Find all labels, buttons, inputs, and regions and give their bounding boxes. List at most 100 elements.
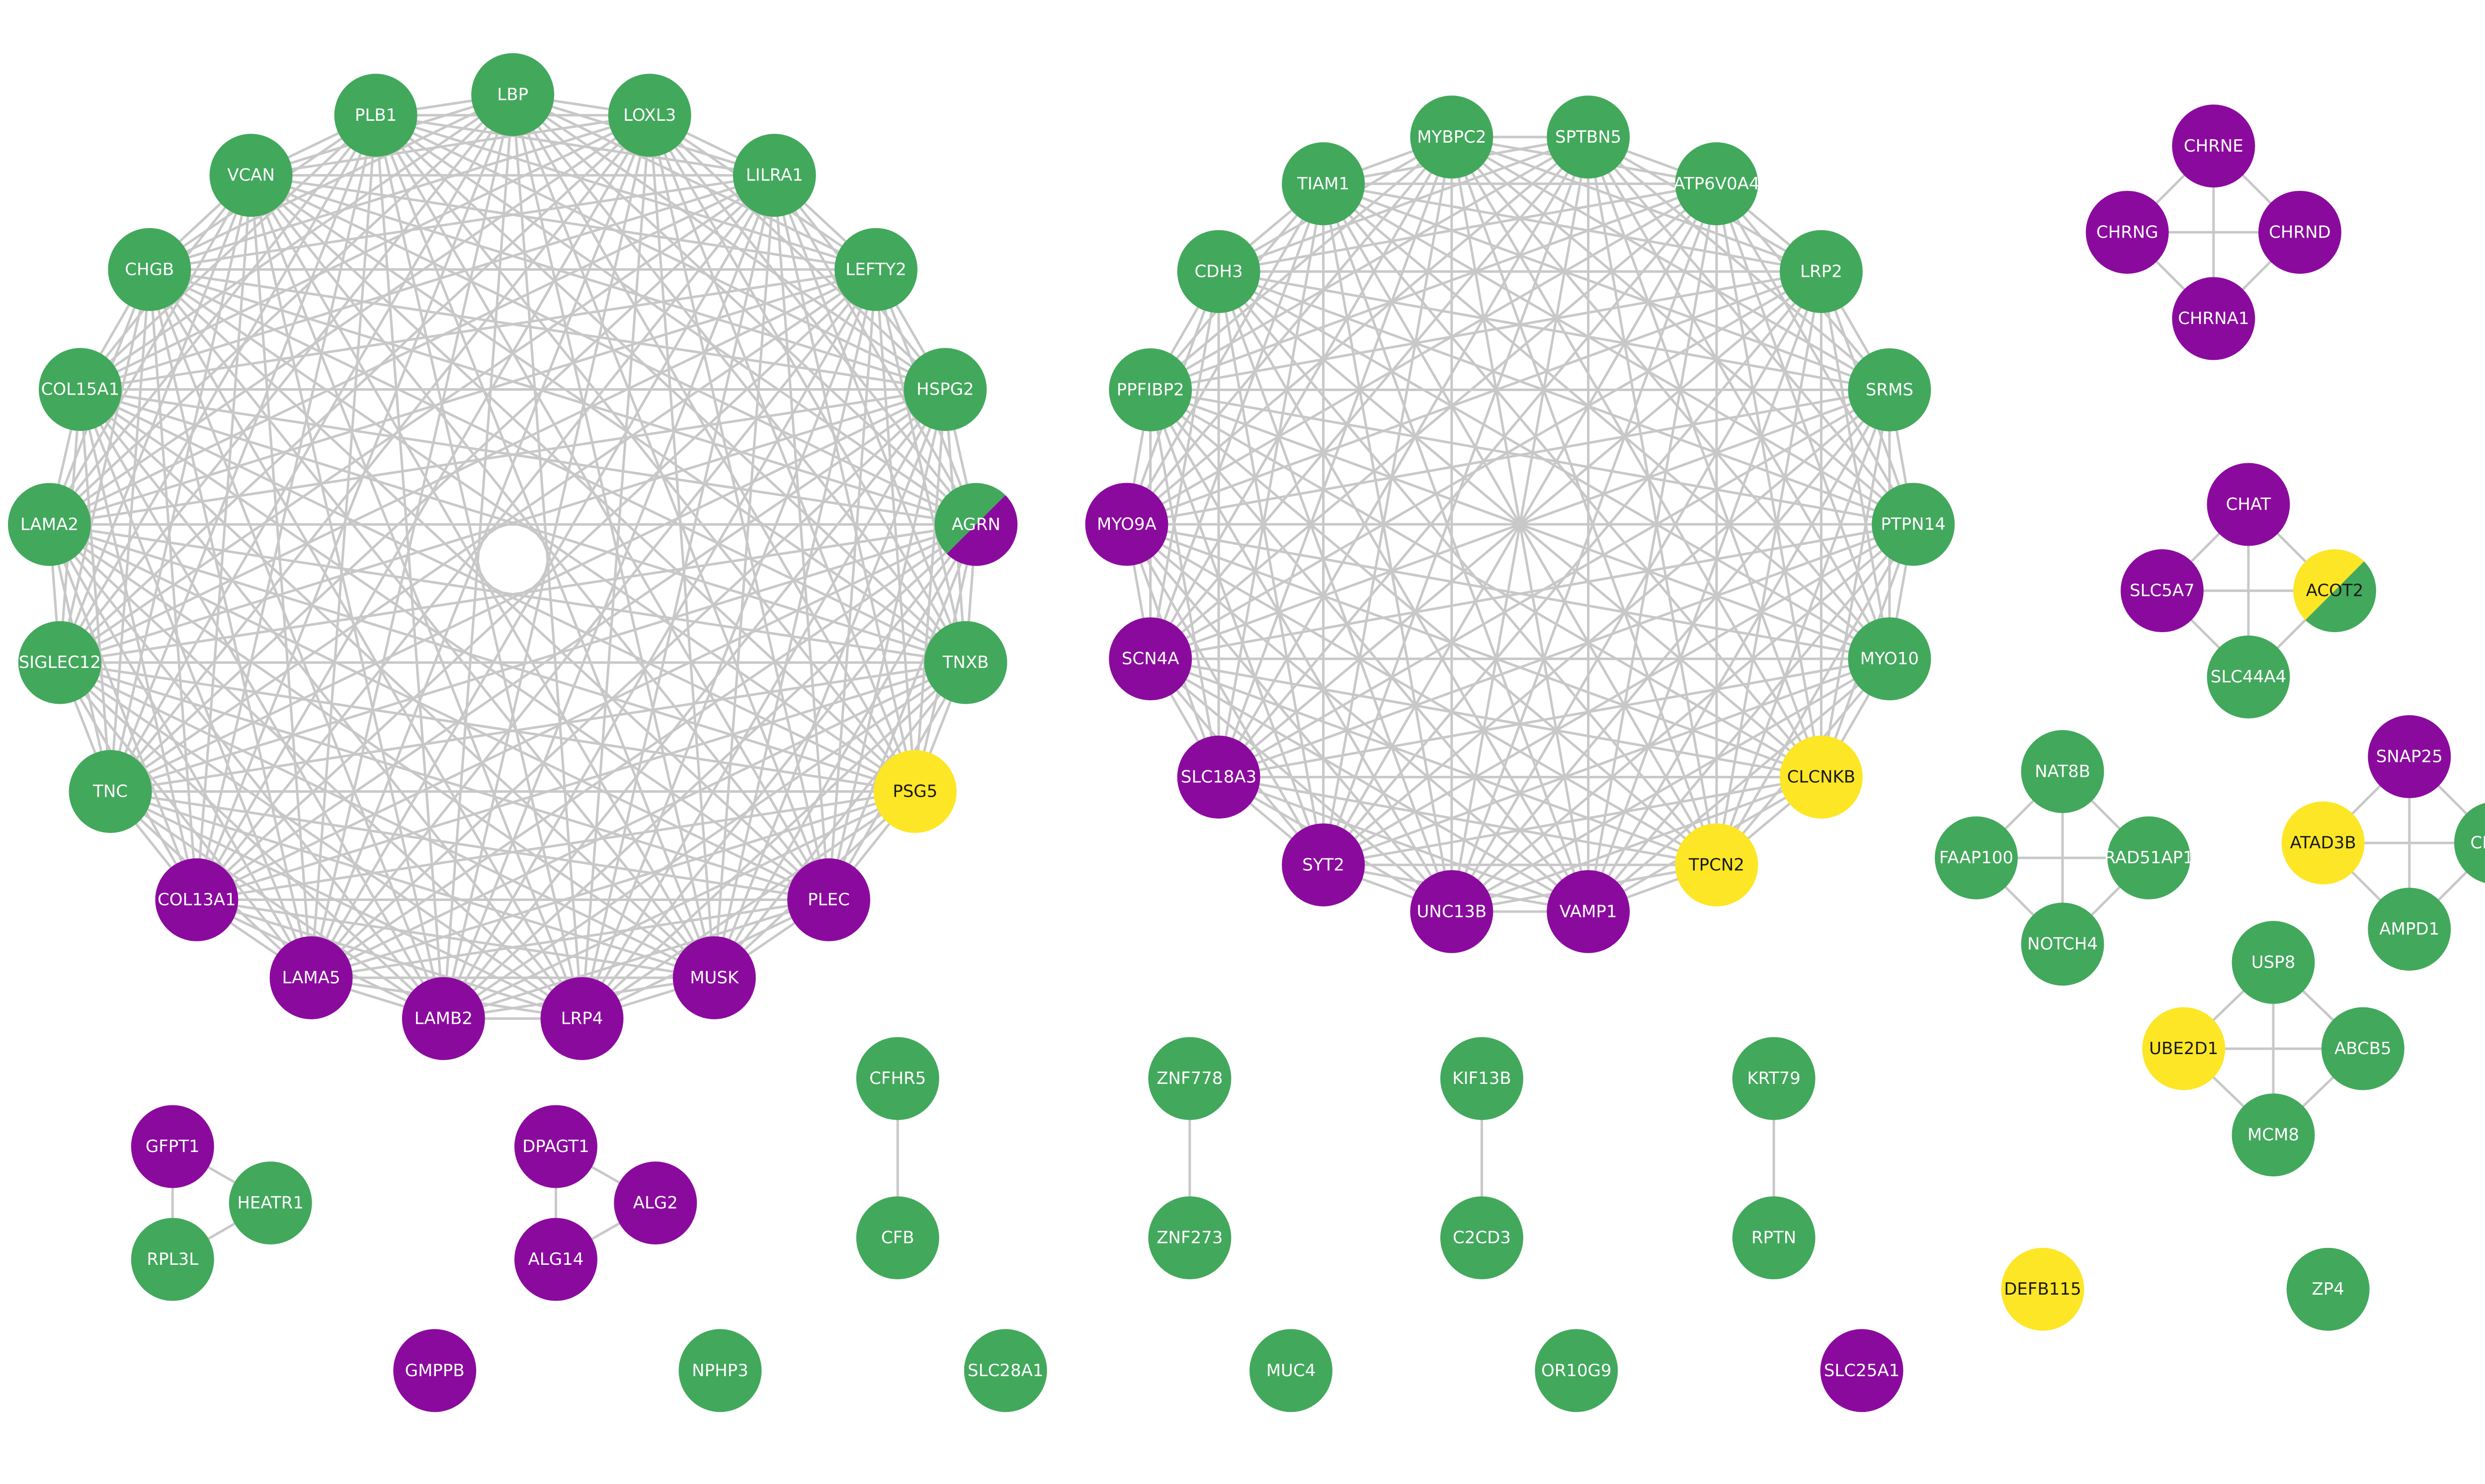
node-rpl3l[interactable]: RPL3L: [131, 1218, 214, 1301]
edge-myo9a-tiam1: [1125, 183, 1325, 525]
node-znf273[interactable]: ZNF273: [1148, 1196, 1232, 1280]
node-alg2[interactable]: ALG2: [614, 1161, 697, 1245]
node-chrna1[interactable]: CHRNA1: [2172, 277, 2255, 360]
node-col13a1[interactable]: COL13A1: [155, 858, 239, 941]
node-vcan[interactable]: VCAN: [209, 134, 293, 217]
node-tpcn2[interactable]: TPCN2: [1675, 823, 1758, 907]
edge-srms-clcnkb: [1820, 389, 1891, 778]
node-sptbn5[interactable]: SPTBN5: [1547, 95, 1630, 179]
node-gmppb[interactable]: GMPPB: [393, 1329, 477, 1412]
node-chrnd[interactable]: CHRND: [2258, 190, 2341, 274]
node-ppfibp2[interactable]: PPFIBP2: [1109, 348, 1192, 431]
node-abcb5[interactable]: ABCB5: [2321, 1007, 2404, 1090]
node-siglec12[interactable]: SIGLEC12: [18, 621, 101, 704]
node-mcm8[interactable]: MCM8: [2232, 1093, 2315, 1177]
node-plb1[interactable]: PLB1: [334, 74, 417, 157]
node-atad3b[interactable]: ATAD3B: [2281, 801, 2365, 885]
node-cfb[interactable]: CFB: [856, 1196, 939, 1280]
node-nat8b[interactable]: NAT8B: [2021, 730, 2104, 813]
edge-lbp-musk: [511, 94, 716, 978]
node-vamp1[interactable]: VAMP1: [1547, 870, 1630, 953]
node-nphp3[interactable]: NPHP3: [678, 1329, 762, 1412]
node-musk[interactable]: MUSK: [672, 936, 756, 1019]
node-notch4[interactable]: NOTCH4: [2021, 903, 2104, 986]
node-lbp[interactable]: LBP: [471, 53, 555, 136]
node-krt79[interactable]: KRT79: [1732, 1037, 1816, 1120]
node-disc: [514, 1218, 597, 1301]
node-znf778[interactable]: ZNF778: [1148, 1037, 1232, 1120]
edge-plec-lama5: [311, 898, 829, 979]
node-disc: [1249, 1329, 1332, 1412]
node-cfhr5[interactable]: CFHR5: [856, 1037, 939, 1120]
node-lama5[interactable]: LAMA5: [269, 936, 353, 1019]
node-slc18a3[interactable]: SLC18A3: [1177, 736, 1260, 819]
node-ube2d1[interactable]: UBE2D1: [2142, 1007, 2226, 1090]
node-chgb[interactable]: CHGB: [108, 228, 191, 311]
node-slc5a7[interactable]: SLC5A7: [2120, 549, 2204, 633]
edge-syt2-cdh3: [1217, 271, 1325, 865]
node-loxl3[interactable]: LOXL3: [608, 74, 691, 157]
node-ampd1[interactable]: AMPD1: [2368, 888, 2451, 971]
edge-vamp1-slc18a3: [1218, 776, 1589, 913]
node-snap25[interactable]: SNAP25: [2368, 715, 2451, 798]
node-scn4a[interactable]: SCN4A: [1109, 617, 1192, 701]
node-c2cd3[interactable]: C2CD3: [1440, 1196, 1523, 1280]
node-zp4[interactable]: ZP4: [2286, 1247, 2370, 1331]
node-atp6v0a4[interactable]: ATP6V0A4: [1673, 142, 1760, 226]
node-lefty2[interactable]: LEFTY2: [834, 228, 918, 311]
node-tnxb[interactable]: TNXB: [924, 621, 1007, 704]
node-faap100[interactable]: FAAP100: [1934, 816, 2018, 900]
node-slc25a1[interactable]: SLC25A1: [1820, 1329, 1904, 1412]
node-disc: [402, 977, 485, 1061]
node-cdh3[interactable]: CDH3: [1177, 230, 1260, 313]
node-ptpn14[interactable]: PTPN14: [1872, 483, 1955, 566]
edge-lilra1-lamb2: [442, 174, 776, 1019]
node-acot2[interactable]: ACOT2: [2293, 549, 2376, 632]
node-hspg2[interactable]: HSPG2: [904, 348, 987, 431]
node-alg14[interactable]: ALG14: [514, 1218, 597, 1301]
node-disc: [1177, 230, 1260, 313]
node-heatr1[interactable]: HEATR1: [229, 1161, 312, 1245]
node-col15a1[interactable]: COL15A1: [38, 348, 122, 431]
node-tnc[interactable]: TNC: [69, 750, 152, 833]
node-lrp4[interactable]: LRP4: [540, 977, 624, 1061]
node-chrne[interactable]: CHRNE: [2172, 104, 2255, 188]
node-chat[interactable]: CHAT: [2207, 463, 2290, 546]
node-psg5[interactable]: PSG5: [873, 750, 957, 833]
node-chrng[interactable]: CHRNG: [2085, 190, 2169, 274]
node-slc44a4[interactable]: SLC44A4: [2207, 635, 2290, 719]
node-usp8[interactable]: USP8: [2232, 920, 2315, 1004]
node-label: LAMA5: [282, 968, 340, 988]
edge-ptpn14-ppfibp2: [1150, 388, 1913, 526]
node-dpagt1[interactable]: DPAGT1: [514, 1105, 597, 1188]
node-kif13b[interactable]: KIF13B: [1440, 1037, 1523, 1120]
node-defb115[interactable]: DEFB115: [2001, 1247, 2084, 1331]
node-myo9a[interactable]: MYO9A: [1085, 483, 1168, 566]
edge-lefty2-tnxb: [875, 269, 967, 663]
node-rad51ap1[interactable]: RAD51AP1: [2104, 816, 2194, 900]
node-plec[interactable]: PLEC: [787, 858, 870, 941]
edge-tpcn2-myo9a: [1126, 523, 1718, 866]
node-rptn[interactable]: RPTN: [1732, 1196, 1816, 1280]
node-gfpt1[interactable]: GFPT1: [131, 1105, 214, 1188]
edge-slc18a3-mybpc2: [1217, 136, 1453, 778]
node-agrn[interactable]: AGRN: [934, 483, 1018, 566]
edge-plec-lama2: [49, 523, 829, 901]
node-syt2[interactable]: SYT2: [1282, 823, 1365, 907]
node-lama2[interactable]: LAMA2: [7, 483, 91, 566]
node-or10g9[interactable]: OR10G9: [1535, 1329, 1618, 1412]
node-disc: [2232, 920, 2315, 1004]
node-lilra1[interactable]: LILRA1: [733, 134, 816, 217]
node-myo10[interactable]: MYO10: [1848, 617, 1931, 701]
node-disc: [38, 348, 122, 431]
node-lamb2[interactable]: LAMB2: [402, 977, 485, 1061]
node-chit1[interactable]: CHIT1: [2454, 802, 2485, 885]
node-lrp2[interactable]: LRP2: [1779, 230, 1863, 313]
node-mybpc2[interactable]: MYBPC2: [1410, 95, 1493, 179]
node-srms[interactable]: SRMS: [1848, 348, 1931, 431]
node-slc28a1[interactable]: SLC28A1: [964, 1329, 1047, 1412]
node-muc4[interactable]: MUC4: [1249, 1329, 1332, 1412]
node-tiam1[interactable]: TIAM1: [1282, 142, 1365, 226]
node-unc13b[interactable]: UNC13B: [1410, 870, 1493, 953]
node-clcnkb[interactable]: CLCNKB: [1779, 736, 1863, 819]
